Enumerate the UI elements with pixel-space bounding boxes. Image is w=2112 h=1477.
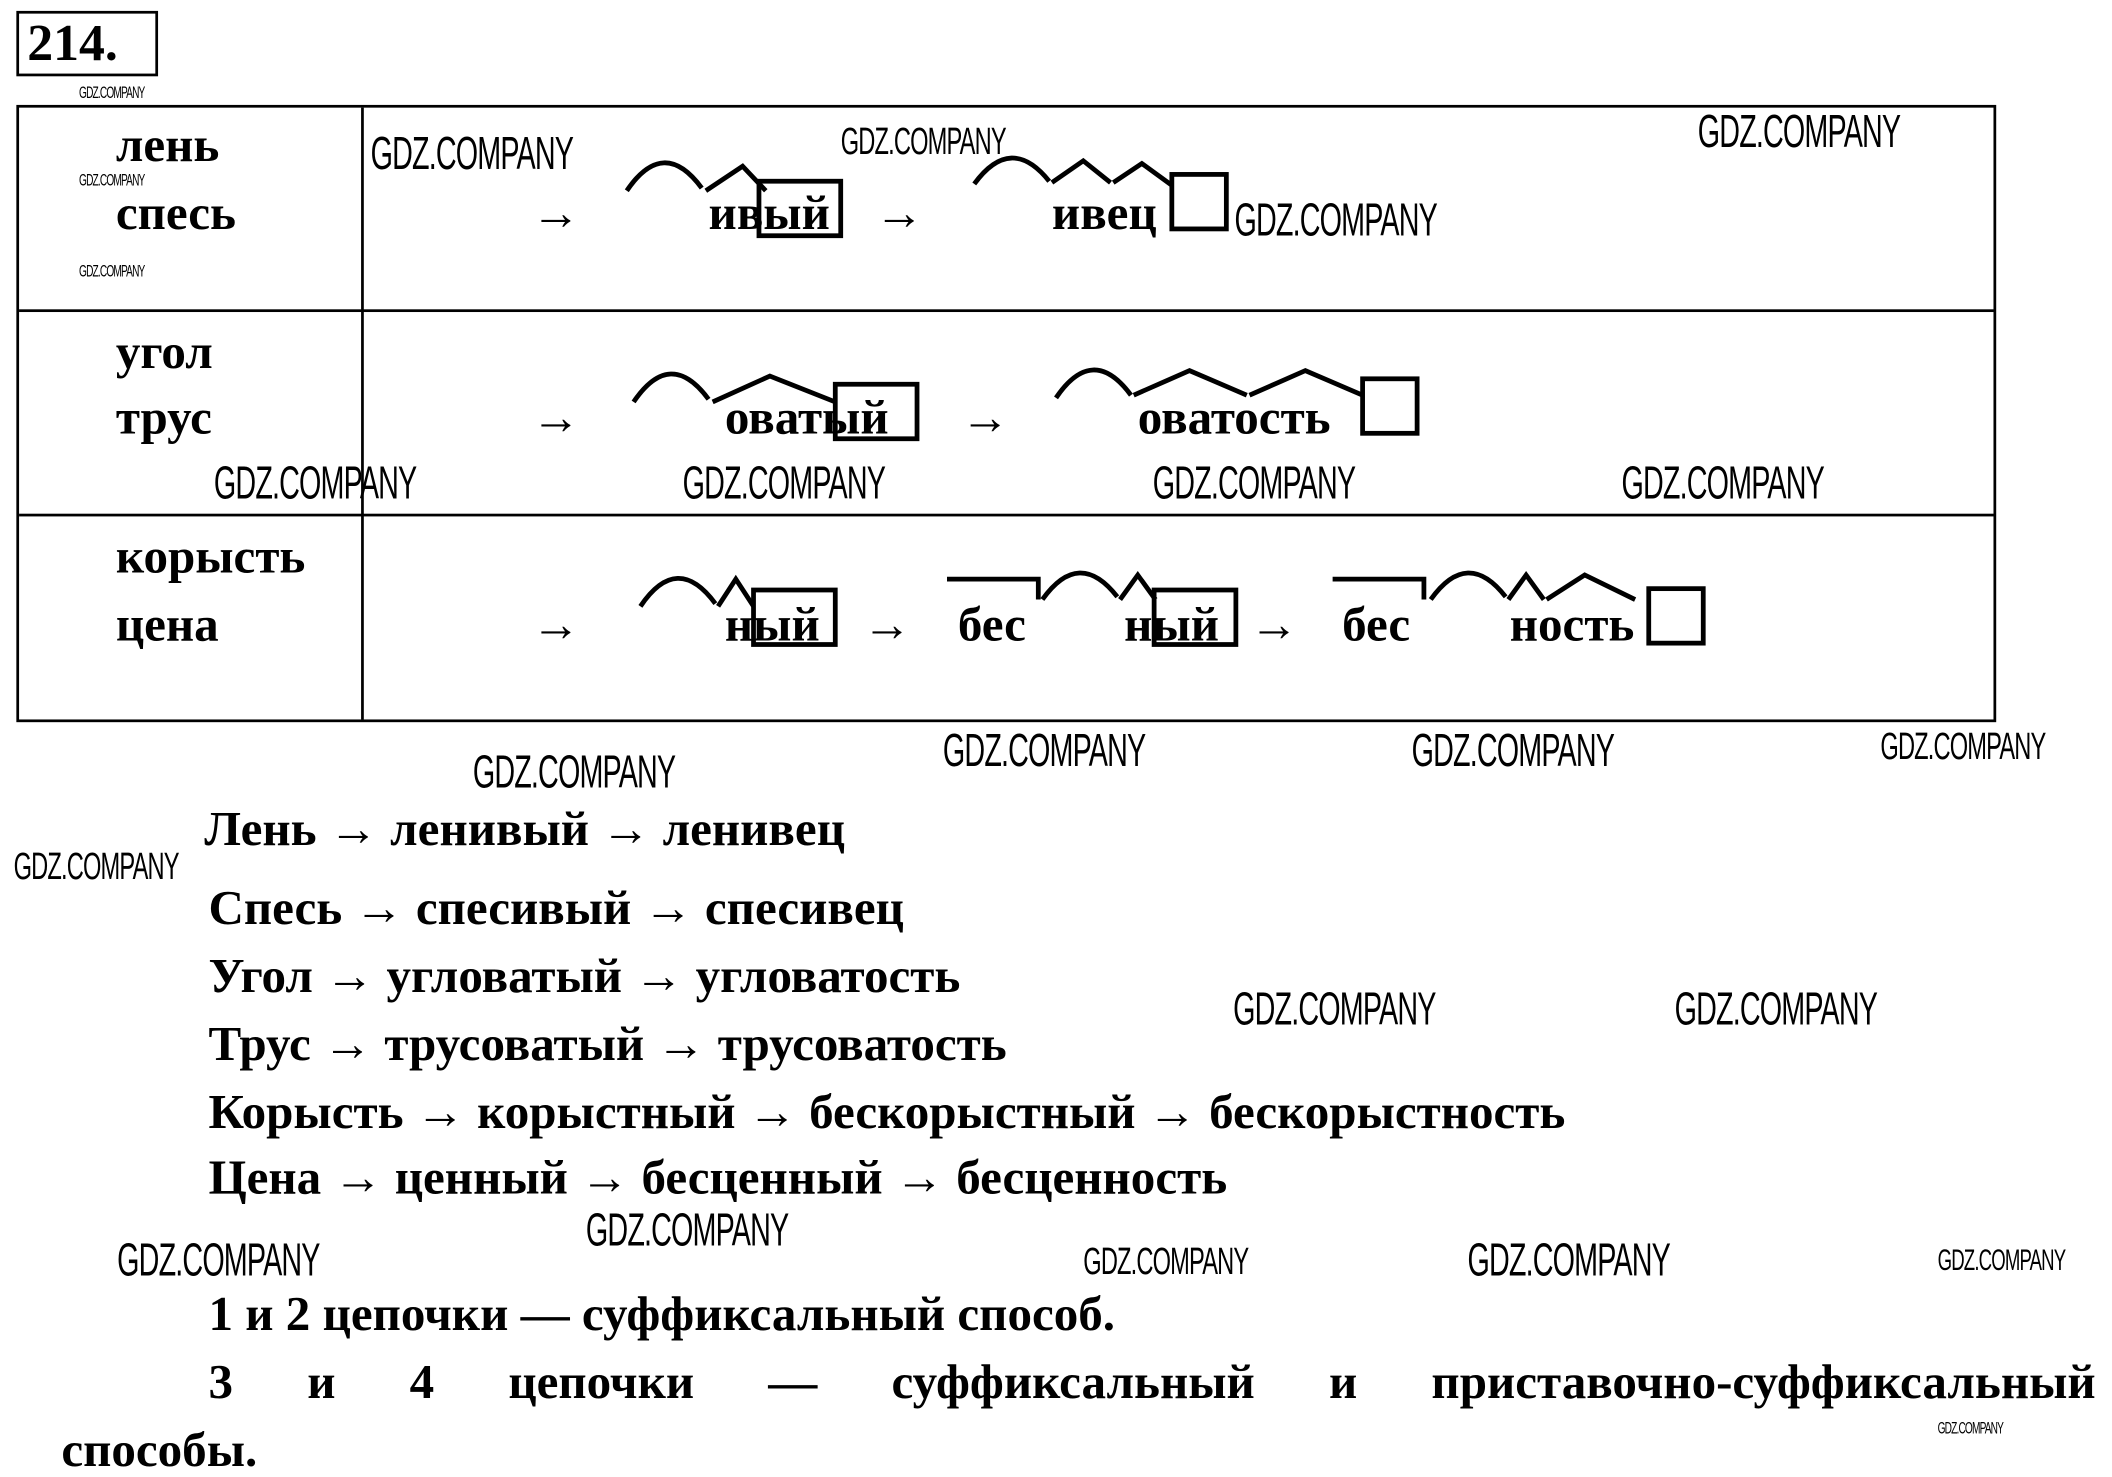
- watermark: GDZ.COMPANY: [117, 1234, 320, 1287]
- answer-line: Угол → угловатый → угловатость: [208, 948, 961, 1003]
- watermark: GDZ.COMPANY: [79, 170, 145, 190]
- root-arc: [638, 576, 718, 608]
- watermark: GDZ.COMPANY: [1937, 1418, 2004, 1438]
- source-word: угол: [115, 324, 213, 379]
- suffix-mark: [1111, 160, 1174, 188]
- prefix: бес: [957, 596, 1026, 652]
- answer-line: Корысть → корыстный → бескорыстный → бес…: [208, 1084, 1566, 1140]
- ending-box: [756, 178, 844, 239]
- watermark: GDZ.COMPANY: [79, 261, 145, 281]
- root-arc: [972, 155, 1052, 186]
- watermark: GDZ.COMPANY: [1234, 194, 1438, 247]
- source-word: лень: [115, 117, 220, 172]
- conclusion-line: 1 и 2 цепочки — суффиксальный способ.: [208, 1286, 1116, 1341]
- watermark: GDZ.COMPANY: [13, 844, 180, 888]
- arrow: →: [531, 185, 581, 240]
- watermark: GDZ.COMPANY: [1674, 983, 1878, 1036]
- word-formation-table: [16, 104, 1997, 723]
- morpheme-word: оватый: [724, 389, 889, 445]
- morpheme-word: ивый: [708, 185, 830, 240]
- row-divider: [19, 513, 1994, 517]
- suffix-mark: [716, 574, 756, 608]
- arrow: →: [531, 389, 581, 445]
- prefix-mark: [947, 576, 1041, 600]
- watermark: GDZ.COMPANY: [1152, 457, 1356, 510]
- arrow: →: [862, 596, 912, 652]
- arrow: →: [531, 596, 581, 652]
- ending-box: [1169, 172, 1229, 232]
- prefix-mark: [1332, 576, 1427, 600]
- morpheme-word: ность: [1509, 596, 1635, 652]
- watermark: GDZ.COMPANY: [1937, 1242, 2067, 1277]
- source-word: цена: [115, 596, 219, 652]
- suffix-mark: [1506, 570, 1546, 601]
- suffix-mark: [1050, 157, 1113, 185]
- root-arc: [631, 371, 711, 404]
- ending-box: [751, 587, 838, 647]
- source-word: спесь: [115, 185, 236, 240]
- row-divider: [19, 309, 1994, 313]
- watermark: GDZ.COMPANY: [1411, 724, 1615, 777]
- answer-line: Лень → ленивый → ленивец: [204, 801, 845, 856]
- exercise-number: 214.: [16, 10, 159, 77]
- watermark: GDZ.COMPANY: [1880, 724, 2046, 768]
- arrow: →: [1249, 596, 1299, 652]
- ending-box: [1646, 586, 1706, 646]
- morpheme-word: ивец: [1051, 185, 1157, 240]
- watermark: GDZ.COMPANY: [585, 1204, 789, 1257]
- morpheme-word: оватость: [1137, 389, 1331, 445]
- watermark: GDZ.COMPANY: [1083, 1239, 1249, 1283]
- watermark: GDZ.COMPANY: [1621, 457, 1824, 510]
- suffix-mark: [1248, 368, 1364, 398]
- ending-box: [1360, 376, 1420, 436]
- watermark: GDZ.COMPANY: [1467, 1234, 1671, 1287]
- watermark: GDZ.COMPANY: [1233, 983, 1436, 1036]
- arrow: →: [874, 185, 924, 240]
- watermark: GDZ.COMPANY: [682, 457, 886, 510]
- source-word: трус: [115, 389, 212, 445]
- column-divider: [361, 107, 364, 720]
- conclusion-line: способы.: [61, 1422, 258, 1477]
- source-word: корысть: [115, 528, 306, 584]
- arrow: →: [960, 389, 1010, 445]
- answer-line: Цена → ценный → бесценный → бесценность: [208, 1150, 1228, 1205]
- watermark: GDZ.COMPANY: [1697, 106, 1901, 159]
- watermark: GDZ.COMPANY: [942, 724, 1146, 777]
- watermark: GDZ.COMPANY: [840, 119, 1007, 163]
- morpheme-word: ный: [1124, 596, 1219, 652]
- suffix-mark: [1132, 368, 1248, 398]
- prefix: бес: [1342, 596, 1411, 652]
- conclusion-line: 3 и 4 цепочки — суффиксальный и приставо…: [208, 1354, 2096, 1409]
- suffix-mark: [1118, 570, 1158, 601]
- suffix-mark: [1545, 572, 1637, 602]
- watermark: GDZ.COMPANY: [79, 83, 145, 103]
- watermark: GDZ.COMPANY: [213, 457, 417, 510]
- morpheme-word: ный: [724, 596, 820, 652]
- watermark: GDZ.COMPANY: [370, 128, 574, 180]
- root-arc: [1054, 367, 1133, 400]
- answer-line: Трус → трусоватый → трусоватость: [208, 1016, 1007, 1072]
- ending-box: [832, 381, 920, 442]
- root-arc: [1040, 570, 1120, 601]
- ending-box: [1151, 587, 1239, 647]
- suffix-mark: [711, 373, 837, 405]
- watermark: GDZ.COMPANY: [472, 746, 676, 799]
- root-arc: [624, 160, 704, 193]
- answer-line: Спесь → спесивый → спесивец: [208, 880, 904, 935]
- root-arc: [1428, 570, 1508, 601]
